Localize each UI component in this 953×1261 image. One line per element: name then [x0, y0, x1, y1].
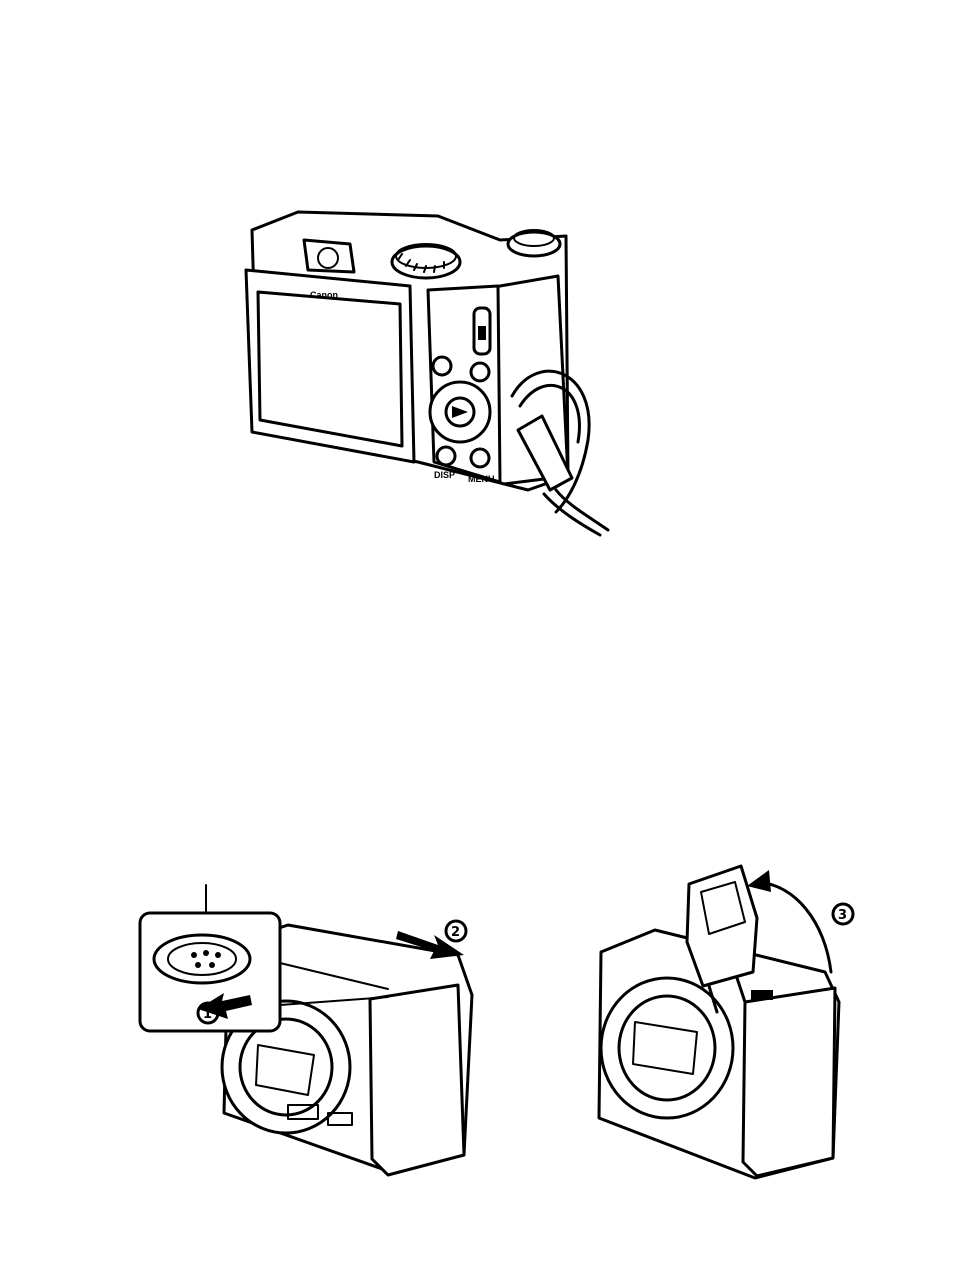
- camera-back-illustration: Canon DISP MENU: [238, 200, 610, 535]
- step-2-number: 2: [451, 925, 460, 940]
- menu-label: MENU: [468, 474, 495, 484]
- step-1-number: 1: [203, 1007, 212, 1022]
- battery-cover-open-illustration: 3: [585, 862, 860, 1180]
- brand-logo: Canon: [310, 290, 338, 300]
- disp-label: DISP: [434, 470, 455, 480]
- battery-latch-illustration: 1 2: [138, 885, 483, 1185]
- step-3-number: 3: [838, 908, 847, 923]
